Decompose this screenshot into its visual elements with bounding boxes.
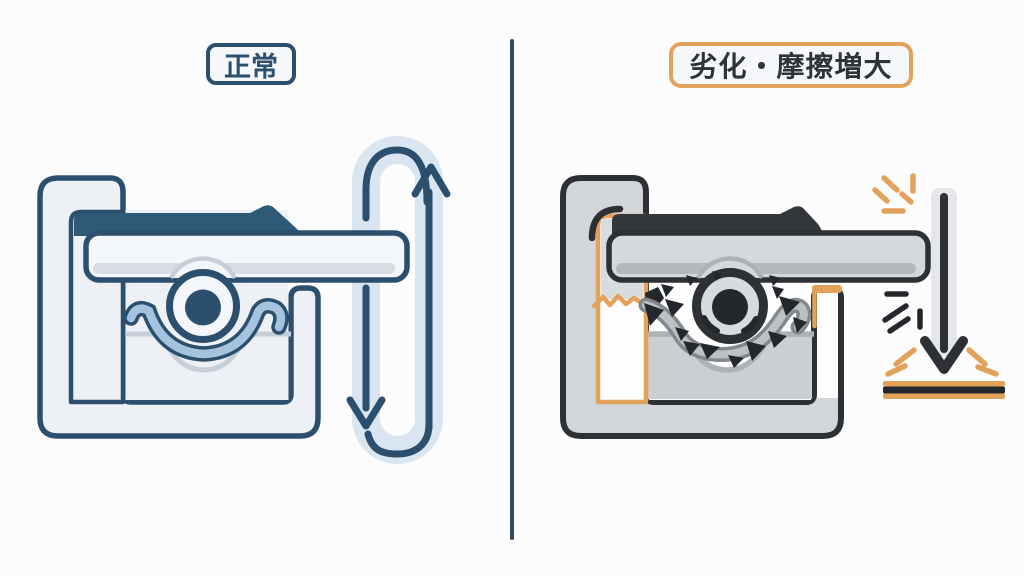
channel-corner [588,205,624,242]
slide-rail-outline [606,230,931,283]
ground-surface [883,381,1005,399]
loop-bottom-curve [364,420,433,458]
rail-shadow [93,263,395,274]
divider-line [510,39,514,540]
friction-scratch-marks [882,291,923,334]
worn-edge-top [812,285,842,293]
label-degraded: 劣化・摩擦増大 [669,42,913,88]
panel-normal-diagram [37,136,451,464]
grind-arc [741,316,759,334]
wall-slot-interior [817,292,838,398]
impact-spark-icon [885,347,999,377]
support-spring [126,301,286,359]
slide-rail-outline [83,230,410,283]
roller-axle [185,289,221,326]
label-normal-text: 正常 [224,51,278,82]
up-arrowhead-icon [411,163,451,198]
rail-shadow [616,263,916,274]
crack-line [591,293,646,309]
label-degraded-text: 劣化・摩擦増大 [689,51,893,82]
rail-cap [612,206,824,236]
friction-spark-icon [872,173,916,214]
roller-axle [712,289,748,325]
motion-loop-arrow [346,146,451,458]
down-arrowhead-icon [346,396,386,430]
grind-arc [701,315,720,334]
debris-particles [644,271,807,368]
panel-degraded-diagram [560,173,1005,439]
impact-arrowhead-icon [920,336,968,374]
label-normal: 正常 [206,43,296,85]
rail-cap [74,205,303,236]
